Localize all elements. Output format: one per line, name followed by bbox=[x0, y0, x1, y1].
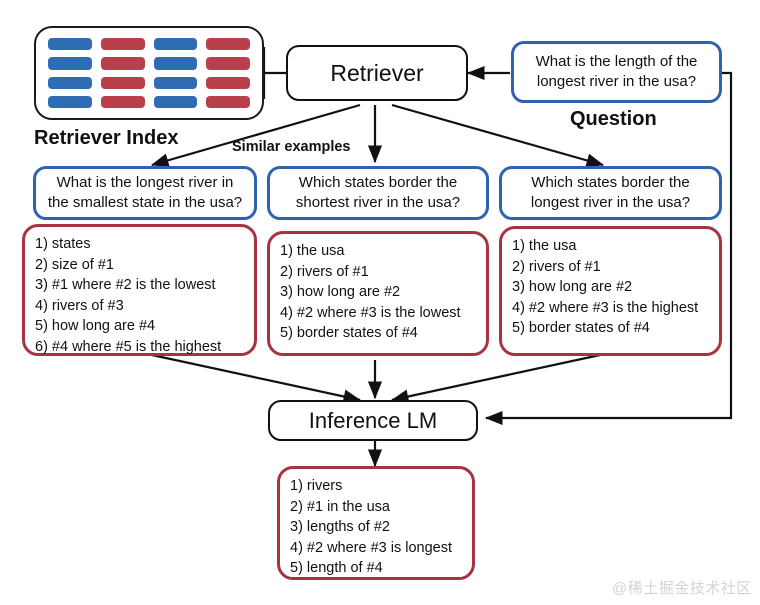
decomposition-step: 5) how long are #4 bbox=[35, 318, 156, 335]
inference-lm-box[interactable]: Inference LM bbox=[268, 400, 478, 441]
example-decomposition-box-1[interactable]: 1) states 2) size of #1 3) #1 where #2 i… bbox=[22, 224, 257, 356]
wire-example-3-to-inference bbox=[390, 353, 601, 404]
index-cell bbox=[153, 38, 198, 51]
retriever-index-caption: Retriever Index bbox=[34, 127, 179, 149]
output-step: 2) #1 in the usa bbox=[290, 498, 390, 515]
index-cell bbox=[48, 38, 92, 51]
decomposition-step: 1) the usa bbox=[280, 243, 345, 259]
example-question-line: longest river in the usa? bbox=[530, 194, 691, 211]
index-cell bbox=[100, 95, 145, 108]
index-cell bbox=[153, 76, 198, 89]
decomposition-step: 5) border states of #4 bbox=[280, 325, 418, 342]
example-question-box-1[interactable]: What is the longest river in the smalles… bbox=[33, 166, 257, 220]
question-box[interactable]: What is the length of the longest river … bbox=[511, 41, 722, 103]
index-cell bbox=[48, 57, 92, 70]
decomposition-step: 5) border states of #4 bbox=[512, 320, 650, 337]
output-decomposition-box[interactable]: 1) rivers 2) #1 in the usa 3) lengths of… bbox=[277, 466, 475, 580]
example-question-line: Which states border the bbox=[531, 174, 690, 192]
example-decomposition-box-3[interactable]: 1) the usa 2) rivers of #1 3) how long a… bbox=[499, 226, 722, 356]
index-cell bbox=[206, 38, 250, 51]
watermark: @稀土掘金技术社区 bbox=[612, 580, 752, 597]
question-caption: Question bbox=[570, 108, 657, 130]
example-question-line: Which states border the bbox=[298, 174, 458, 192]
example-question-line: shortest river in the usa? bbox=[295, 194, 461, 211]
decomposition-step: 2) rivers of #1 bbox=[280, 263, 369, 280]
output-step: 1) rivers bbox=[290, 478, 343, 494]
index-cell bbox=[206, 76, 250, 89]
example-decomposition-box-2[interactable]: 1) the usa 2) rivers of #1 3) how long a… bbox=[267, 231, 489, 356]
decomposition-step: 1) the usa bbox=[512, 238, 577, 254]
index-cell bbox=[153, 57, 198, 70]
decomposition-step: 1) states bbox=[35, 236, 91, 252]
example-question-box-2[interactable]: Which states border the shortest river i… bbox=[267, 166, 489, 220]
index-cell bbox=[48, 95, 92, 108]
index-cell bbox=[100, 38, 145, 51]
decomposition-step: 3) how long are #2 bbox=[280, 284, 401, 301]
retriever-index-box bbox=[34, 26, 264, 120]
decomposition-step: 4) #2 where #3 is the lowest bbox=[280, 304, 461, 321]
question-line-1: What is the length of the bbox=[535, 53, 698, 71]
index-cell bbox=[100, 76, 145, 89]
index-cell bbox=[206, 95, 250, 108]
index-cell bbox=[100, 57, 145, 70]
similar-examples-caption: Similar examples bbox=[232, 139, 351, 155]
question-line-2: longest river in the usa? bbox=[536, 73, 697, 90]
wire-example-1-to-inference bbox=[151, 353, 362, 404]
index-cell bbox=[48, 76, 92, 89]
retriever-index-grid bbox=[48, 38, 250, 108]
decomposition-step: 2) size of #1 bbox=[35, 256, 114, 273]
inference-lm-label: Inference LM bbox=[308, 407, 438, 433]
example-question-box-3[interactable]: Which states border the longest river in… bbox=[499, 166, 722, 220]
index-cell bbox=[206, 57, 250, 70]
example-question-line: the smallest state in the usa? bbox=[47, 194, 243, 211]
output-step: 4) #2 where #3 is longest bbox=[290, 539, 453, 556]
wire-index-to-retriever bbox=[262, 47, 287, 99]
decomposition-step: 3) how long are #2 bbox=[512, 279, 633, 296]
index-cell bbox=[153, 95, 198, 108]
decomposition-step: 3) #1 where #2 is the lowest bbox=[35, 277, 216, 294]
decomposition-step: 6) #4 where #5 is the highest bbox=[35, 338, 222, 355]
decomposition-step: 2) rivers of #1 bbox=[512, 258, 601, 275]
retriever-label: Retriever bbox=[330, 59, 424, 86]
decomposition-step: 4) rivers of #3 bbox=[35, 297, 124, 314]
output-step: 3) lengths of #2 bbox=[290, 519, 390, 536]
retriever-box[interactable]: Retriever bbox=[286, 45, 468, 101]
decomposition-step: 4) #2 where #3 is the highest bbox=[512, 299, 699, 316]
example-question-line: What is the longest river in bbox=[56, 174, 234, 192]
output-step: 5) length of #4 bbox=[290, 560, 383, 577]
